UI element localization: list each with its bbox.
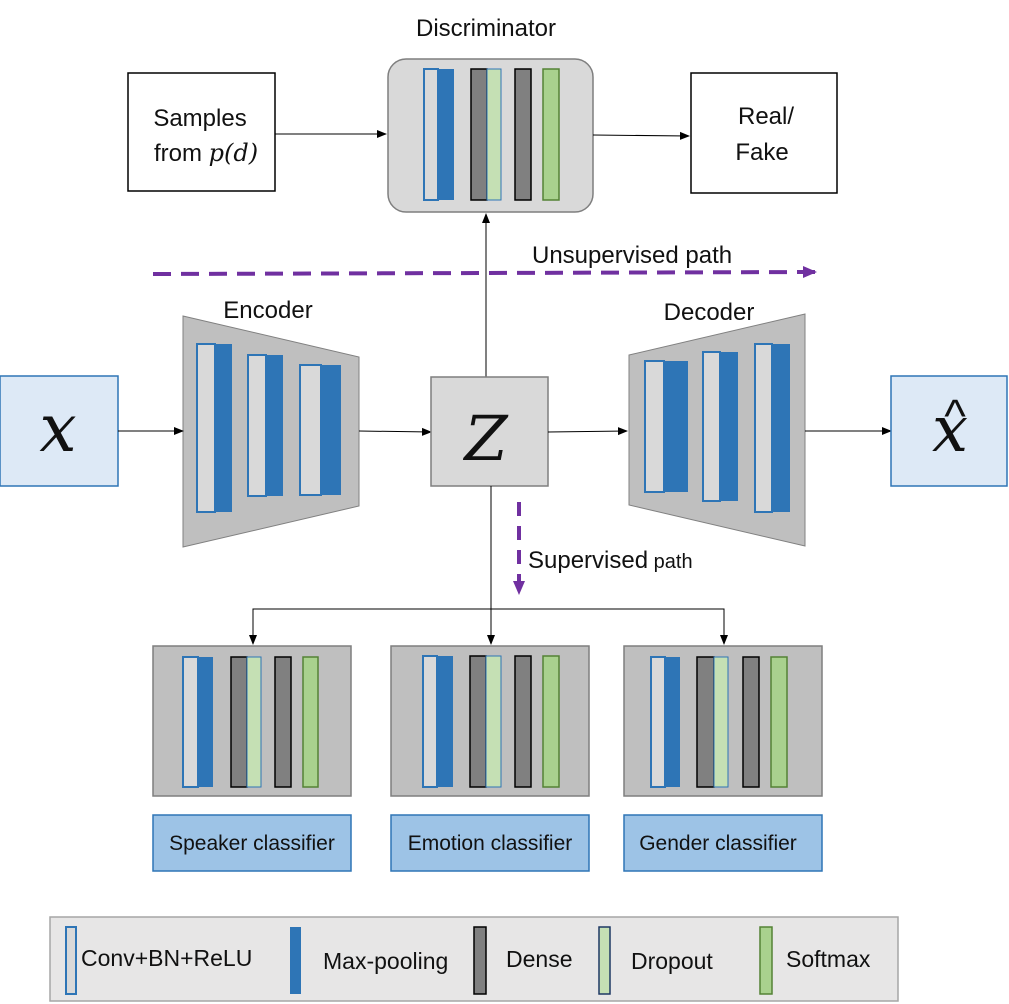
dropout-layer [713,656,729,788]
supervised-path-label: Supervised path [528,547,693,574]
emotion-classifier-label: Emotion classifier [408,832,573,855]
samples-source-label: from p(d) [154,139,258,167]
conv-layer [644,360,665,493]
samples-box [127,72,276,192]
dense-layer [274,656,292,788]
unsupervised-path-label: Unsupervised path [532,242,732,269]
emotion-classifier-label-box [390,814,590,872]
maxpool-layer [321,365,341,495]
emotion-classifier-layers [422,655,560,788]
legend-dense: Dense [473,926,572,995]
dense-layer [696,656,715,788]
encoder-to-latent-arrow [358,427,432,436]
encoder-layers [196,343,341,513]
dense-layer [514,655,532,788]
gender-classifier-layers [650,656,788,788]
gender-classifier-label-box [623,814,823,872]
samples-label: Samples [153,105,246,132]
conv-layer [182,656,199,788]
legend-maxpool: Max-pooling [290,927,448,994]
maxpool-layer [215,344,232,512]
maxpool-layer [664,361,688,492]
legend-softmax-label: Softmax [786,946,871,972]
softmax-layer [542,68,560,201]
gender-classifier-label: Gender classifier [639,832,797,855]
dropout-layer [485,655,502,788]
softmax-layer [770,656,788,788]
softmax-layer [302,656,319,788]
discriminator-to-output-arrow [592,131,690,140]
input-symbol: x [39,390,76,467]
input-box [0,375,119,487]
dropout-swatch [598,926,611,995]
dense-layer [230,656,248,788]
decoder-title: Decoder [664,299,755,326]
speaker-classifier-layers [182,656,319,788]
conv-layer [650,656,666,788]
discriminator-layers [423,68,560,201]
unsupervised-path-arrow [152,266,817,279]
reconstruction-hat: ^ [944,390,966,442]
conv-layer [754,343,773,513]
decoder-layers [644,343,790,513]
conv-layer [422,655,438,788]
speaker-classifier-label: Speaker classifier [169,832,335,855]
latent-symbol: Z [462,402,508,475]
discriminator-title: Discriminator [416,15,556,42]
dense-layer [514,68,532,201]
speaker-classifier-label-box [152,814,352,872]
conv-swatch [65,926,77,995]
encoder-title: Encoder [223,297,312,324]
legend-softmax: Softmax [759,926,871,995]
softmax-swatch [759,926,773,995]
dense-swatch [473,926,487,995]
maxpool-layer [720,352,738,501]
conv-layer [423,68,439,201]
conv-layer [247,354,267,497]
real-fake-line2: Fake [735,139,788,166]
conv-layer [299,364,322,496]
real-fake-box [690,72,838,194]
dense-layer [470,68,488,201]
real-fake-line1: Real/ [738,103,794,130]
legend-conv: Conv+BN+ReLU [65,926,252,995]
softmax-layer [542,655,560,788]
maxpool-layer [437,656,453,787]
dropout-layer [246,656,262,788]
legend-maxpool-label: Max-pooling [323,948,448,974]
reconstruction-symbol: x [932,393,968,467]
maxpool-layer [198,657,213,787]
reconstruction-box [890,375,1008,487]
maxpool-layer [772,344,790,512]
maxpool-layer [438,69,454,200]
maxpool-swatch [290,927,301,994]
dense-layer [469,655,487,788]
legend-dropout-label: Dropout [631,948,713,974]
legend-conv-label: Conv+BN+ReLU [81,945,252,971]
dropout-layer [486,68,502,201]
latent-box [430,376,549,487]
classifier-branch-line [252,608,725,644]
latent-to-decoder-arrow [547,427,628,436]
conv-layer [196,343,216,513]
legend-dropout: Dropout [598,926,713,995]
maxpool-layer [266,355,283,496]
legend-dense-label: Dense [506,946,572,972]
dense-layer [742,656,760,788]
conv-layer [702,351,721,502]
maxpool-layer [665,657,680,787]
